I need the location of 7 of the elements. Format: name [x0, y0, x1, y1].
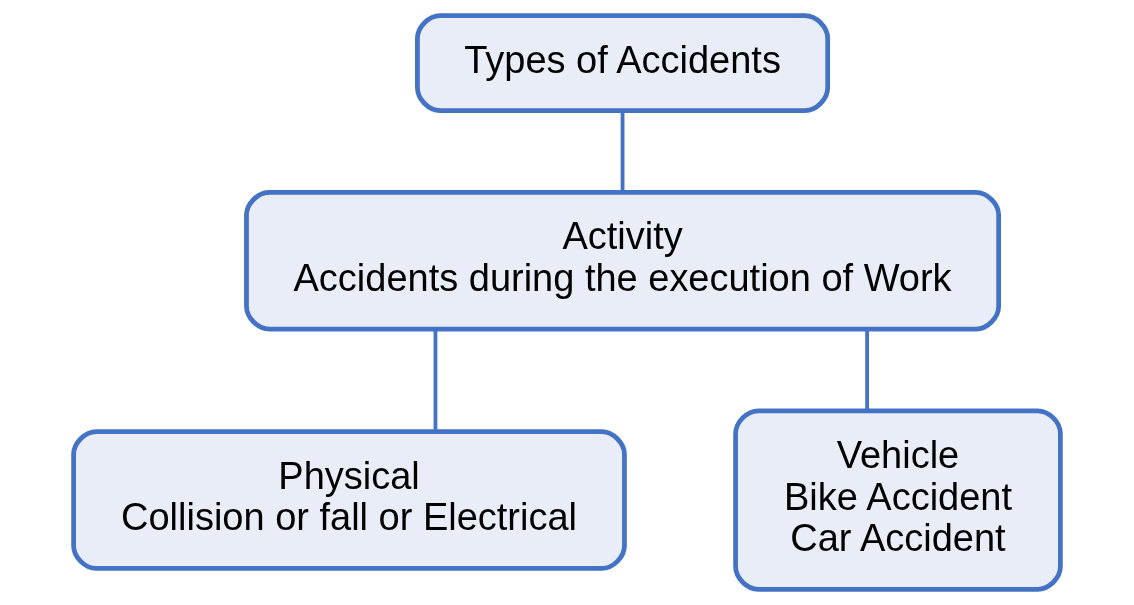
- connector: [433, 329, 438, 432]
- connector: [865, 329, 870, 410]
- node-box: Physical Collision or fall or Electrical: [71, 429, 627, 571]
- node-box: Types of Accidents: [415, 13, 831, 114]
- node-box: Vehicle Bike Accident Car Accident: [733, 408, 1063, 592]
- connector: [620, 111, 625, 192]
- node-box: Activity Accidents during the execution of Work: [244, 189, 1002, 332]
